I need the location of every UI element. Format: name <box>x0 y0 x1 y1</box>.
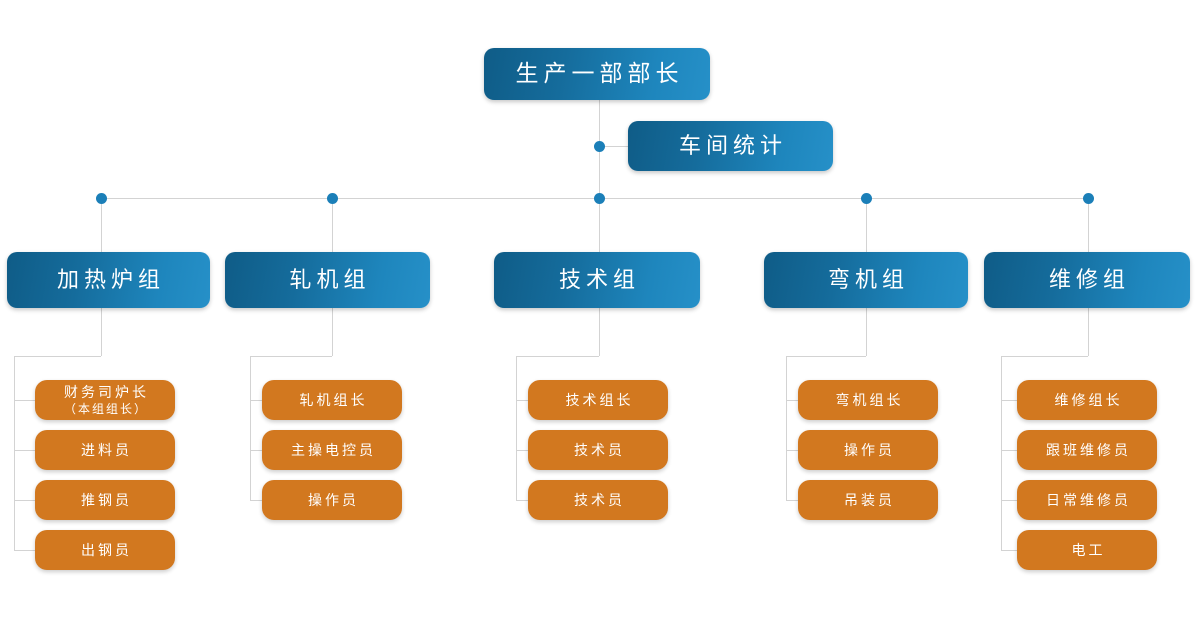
member-stub-line-g3-m1 <box>516 400 528 401</box>
group-node-4[interactable]: 弯机组 <box>764 252 968 308</box>
connector-dot-group-5 <box>1082 192 1094 204</box>
member-node-g3-m3[interactable]: 技术员 <box>528 480 668 520</box>
member-node-label: 技术员 <box>574 441 625 458</box>
member-node-label: 操作员 <box>308 491 359 508</box>
member-node-g1-m1[interactable]: 财务司炉长（本组组长） <box>35 380 175 420</box>
member-node-label: 主操电控员 <box>291 441 376 458</box>
member-stub-line-g5-m2 <box>1001 450 1017 451</box>
connector-dot-group-1 <box>95 192 107 204</box>
member-spine-line-group-5 <box>1001 356 1002 550</box>
trunk-line <box>599 100 600 252</box>
member-node-g4-m3[interactable]: 吊装员 <box>798 480 938 520</box>
member-drop-line-group-3 <box>599 308 600 356</box>
member-drop-line-group-2 <box>332 308 333 356</box>
member-node-g5-m2[interactable]: 跟班维修员 <box>1017 430 1157 470</box>
member-node-label: 跟班维修员 <box>1046 441 1131 458</box>
group-node-3[interactable]: 技术组 <box>494 252 700 308</box>
node-workshop-statistics[interactable]: 车间统计 <box>628 121 833 171</box>
connector-drop-group-3 <box>599 198 600 252</box>
member-stub-line-g2-m3 <box>250 500 262 501</box>
member-stub-line-g3-m3 <box>516 500 528 501</box>
group-node-label: 维修组 <box>1048 266 1130 292</box>
member-elbow-line-group-3 <box>516 356 599 357</box>
member-stub-line-g4-m2 <box>786 450 798 451</box>
member-elbow-line-group-5 <box>1001 356 1088 357</box>
member-stub-line-g5-m3 <box>1001 500 1017 501</box>
member-node-label: 技术组长 <box>565 391 634 408</box>
member-stub-line-g4-m1 <box>786 400 798 401</box>
node-label: 车间统计 <box>678 132 787 158</box>
member-node-label: 技术员 <box>574 491 625 508</box>
member-stub-line-g1-m3 <box>14 500 35 501</box>
member-node-label: 日常维修员 <box>1046 491 1131 508</box>
member-stub-line-g5-m4 <box>1001 550 1017 551</box>
member-stub-line-g1-m1 <box>14 400 35 401</box>
member-node-g1-m4[interactable]: 出钢员 <box>35 530 175 570</box>
member-node-label: 轧机组长 <box>299 391 368 408</box>
connector-dot-group-2 <box>326 192 338 204</box>
member-node-label: 电工 <box>1071 541 1106 558</box>
member-node-g4-m2[interactable]: 操作员 <box>798 430 938 470</box>
member-stub-line-g1-m2 <box>14 450 35 451</box>
member-drop-line-group-5 <box>1088 308 1089 356</box>
member-drop-line-group-1 <box>101 308 102 356</box>
member-stub-line-g4-m3 <box>786 500 798 501</box>
member-node-g2-m3[interactable]: 操作员 <box>262 480 402 520</box>
member-node-label: 操作员 <box>844 441 895 458</box>
member-node-label: 财务司炉长 <box>64 384 149 401</box>
group-node-label: 弯机组 <box>827 266 909 292</box>
connector-dot-workshop-statistics <box>593 140 605 152</box>
member-elbow-line-group-4 <box>786 356 866 357</box>
connector-dot-group-4 <box>860 192 872 204</box>
member-elbow-line-group-1 <box>14 356 101 357</box>
connector-dot-group-3 <box>593 192 605 204</box>
connector-drop-group-5 <box>1088 198 1089 252</box>
connector-to-workshop-statistics <box>599 146 628 147</box>
member-node-g3-m1[interactable]: 技术组长 <box>528 380 668 420</box>
member-node-label: 出钢员 <box>81 541 132 558</box>
member-node-label: 推钢员 <box>81 491 132 508</box>
group-node-2[interactable]: 轧机组 <box>225 252 430 308</box>
node-production-director[interactable]: 生产一部部长 <box>484 48 710 100</box>
member-spine-line-group-3 <box>516 356 517 500</box>
group-node-1[interactable]: 加热炉组 <box>7 252 210 308</box>
member-node-g4-m1[interactable]: 弯机组长 <box>798 380 938 420</box>
member-stub-line-g2-m2 <box>250 450 262 451</box>
member-node-sublabel: （本组组长） <box>63 401 148 416</box>
group-node-label: 加热炉组 <box>56 266 165 292</box>
member-node-g2-m2[interactable]: 主操电控员 <box>262 430 402 470</box>
member-drop-line-group-4 <box>866 308 867 356</box>
member-node-g5-m1[interactable]: 维修组长 <box>1017 380 1157 420</box>
member-spine-line-group-1 <box>14 356 15 550</box>
node-label: 生产一部部长 <box>515 60 684 87</box>
connector-drop-group-1 <box>101 198 102 252</box>
member-node-g5-m4[interactable]: 电工 <box>1017 530 1157 570</box>
member-stub-line-g1-m4 <box>14 550 35 551</box>
connector-drop-group-2 <box>332 198 333 252</box>
member-node-label: 维修组长 <box>1054 391 1123 408</box>
member-node-g1-m2[interactable]: 进料员 <box>35 430 175 470</box>
member-stub-line-g2-m1 <box>250 400 262 401</box>
group-node-5[interactable]: 维修组 <box>984 252 1190 308</box>
member-node-g1-m3[interactable]: 推钢员 <box>35 480 175 520</box>
member-stub-line-g5-m1 <box>1001 400 1017 401</box>
member-node-label: 进料员 <box>81 441 132 458</box>
member-node-label: 吊装员 <box>844 491 895 508</box>
member-node-g3-m2[interactable]: 技术员 <box>528 430 668 470</box>
member-node-g5-m3[interactable]: 日常维修员 <box>1017 480 1157 520</box>
member-node-g2-m1[interactable]: 轧机组长 <box>262 380 402 420</box>
connector-drop-group-4 <box>866 198 867 252</box>
member-stub-line-g3-m2 <box>516 450 528 451</box>
group-node-label: 轧机组 <box>289 266 371 292</box>
member-spine-line-group-2 <box>250 356 251 500</box>
member-spine-line-group-4 <box>786 356 787 500</box>
member-elbow-line-group-2 <box>250 356 332 357</box>
member-node-label: 弯机组长 <box>835 391 904 408</box>
group-node-label: 技术组 <box>558 266 640 292</box>
